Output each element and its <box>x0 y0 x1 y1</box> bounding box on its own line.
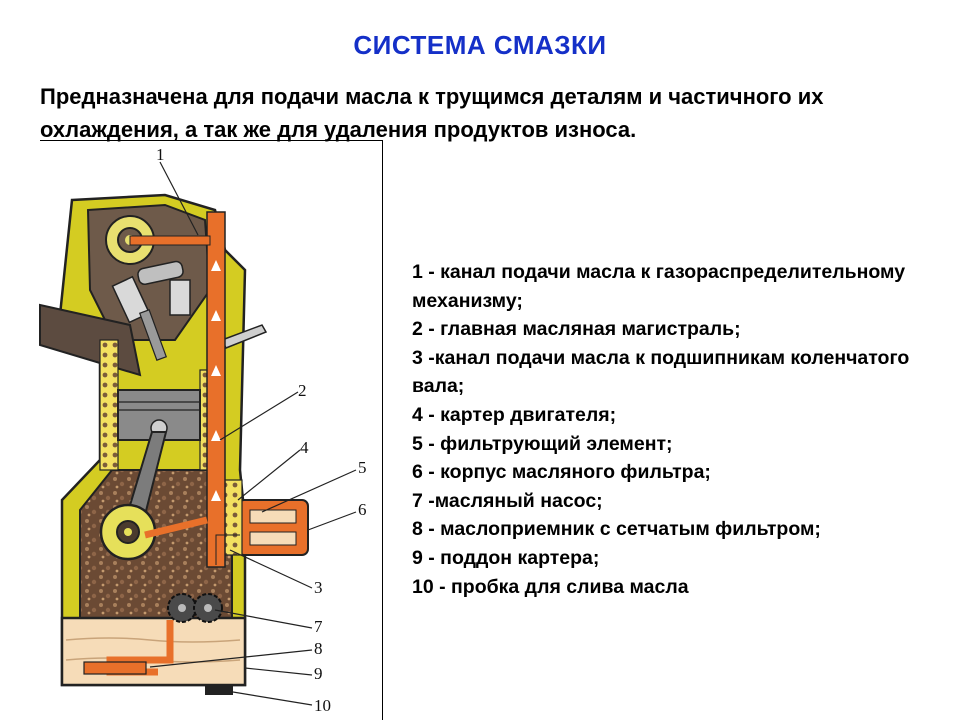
page-title: СИСТЕМА СМАЗКИ <box>353 30 607 60</box>
legend-list: 1 - канал подачи масла к газораспределит… <box>412 258 952 601</box>
piston <box>117 389 201 441</box>
callout-3: 3 <box>314 578 323 597</box>
callout-5: 5 <box>358 458 367 477</box>
legend-item: 10 - пробка для слива масла <box>412 575 689 598</box>
callout-8: 8 <box>314 639 323 658</box>
drain-plug <box>205 685 233 695</box>
callout-9: 9 <box>314 664 323 683</box>
engine-lubrication-diagram: 1 2 3 4 5 6 7 8 9 10 <box>0 140 400 720</box>
legend-item: 2 - главная масляная магистраль; <box>412 318 741 341</box>
legend-item: 4 - картер двигателя; <box>412 403 617 426</box>
cylinder-wall-left <box>99 339 119 471</box>
legend-item: 7 -масляный насос; <box>412 489 603 512</box>
callout-lines <box>149 161 357 706</box>
main-oil-gallery <box>129 211 240 568</box>
legend-item: 3 -канал подачи масла к подшипникам коле… <box>412 346 910 398</box>
legend-item: 5 - фильтрующий элемент; <box>412 432 673 455</box>
callout-7: 7 <box>314 617 323 636</box>
callout-2: 2 <box>298 381 307 400</box>
legend-item: 8 - маслоприемник с сетчатым фильтром; <box>412 518 821 541</box>
legend-item: 9 - поддон картера; <box>412 546 600 569</box>
valve-train <box>111 260 191 361</box>
oil-filter <box>223 479 309 556</box>
legend-item: 6 - корпус масляного фильтра; <box>412 461 711 484</box>
crankshaft <box>99 503 157 561</box>
callout-6: 6 <box>358 500 367 519</box>
legend-item: 1 - канал подачи масла к газораспределит… <box>412 261 906 312</box>
callout-10: 10 <box>314 696 331 715</box>
callout-4: 4 <box>300 438 309 457</box>
oil-pickup-screen <box>83 661 147 675</box>
oil-pump <box>167 593 223 623</box>
callout-1: 1 <box>156 145 165 164</box>
intro-text: Предназначена для подачи масла к трущимс… <box>40 84 824 142</box>
